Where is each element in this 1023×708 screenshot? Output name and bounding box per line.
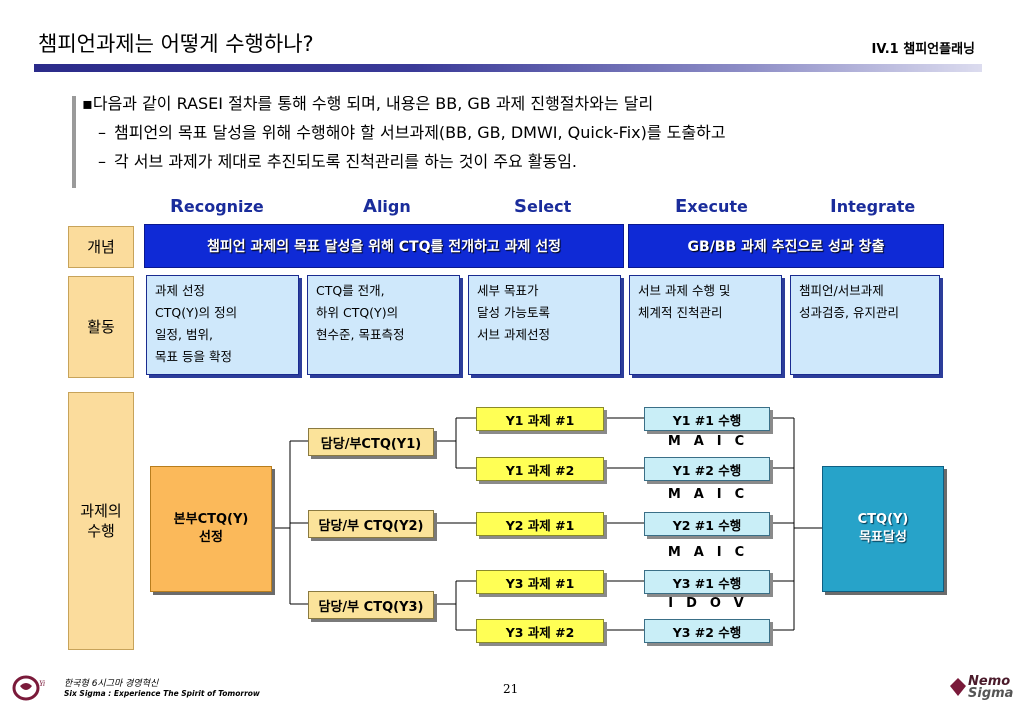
intro-line-1-text: 다음과 같이 RASEI 절차를 통해 수행 되며, 내용은 BB, GB 과제…	[92, 94, 654, 113]
dash-icon: –	[98, 123, 106, 142]
task-y1-2: Y1 과제 #2	[476, 457, 604, 481]
concept-bar-right: GB/BB 과제 추진으로 성과 창출	[628, 224, 944, 268]
result-ctq-box: CTQ(Y) 목표달성	[822, 466, 944, 592]
main-ctq-box: 본부CTQ(Y) 선정	[150, 466, 272, 592]
intro-line-1: ▪다음과 같이 RASEI 절차를 통해 수행 되며, 내용은 BB, GB 과…	[82, 90, 653, 114]
phase-align: Align	[363, 196, 411, 217]
sub-ctq-y2: 담당/부 CTQ(Y2)	[308, 510, 434, 538]
task-y2-1: Y2 과제 #1	[476, 512, 604, 536]
page-number: 21	[503, 682, 519, 696]
exec-y3-1: Y3 #1 수행	[644, 570, 770, 594]
category-execution: 과제의 수행	[68, 392, 134, 650]
phase-execute: Execute	[675, 196, 748, 217]
activity-recognize: 과제 선정 CTQ(Y)의 정의 일정, 범위, 목표 등을 확정	[146, 275, 299, 375]
category-activity: 활동	[68, 276, 134, 378]
exec-y1-2: Y1 #2 수행	[644, 457, 770, 481]
phase-recognize: Recognize	[170, 196, 264, 217]
intro-line-3: –각 서브 과제가 제대로 추진되도록 진척관리를 하는 것이 주요 활동임.	[98, 148, 577, 172]
method-label-y2-1: MAIC	[667, 545, 758, 560]
footer-korean: 한국형 6시그마 경영혁신	[64, 679, 159, 689]
sub-ctq-y3: 담당/부 CTQ(Y3)	[308, 591, 434, 619]
exec-y2-1: Y2 #1 수행	[644, 512, 770, 536]
method-label-y3-1: IDOV	[668, 596, 757, 611]
concept-bar-left: 챔피언 과제의 목표 달성을 위해 CTQ를 전개하고 과제 선정	[144, 224, 624, 268]
method-label-y1-2: MAIC	[667, 487, 758, 502]
intro-bar	[72, 96, 76, 188]
method-label-y1-1: MAIC	[667, 434, 758, 449]
logo-sigma: Sigma	[968, 686, 1014, 701]
activity-execute: 서브 과제 수행 및 체계적 진척관리	[629, 275, 782, 375]
task-y3-2: Y3 과제 #2	[476, 619, 604, 643]
footer-english: Six Sigma : Experience The Spirit of Tom…	[64, 689, 260, 698]
task-y1-1: Y1 과제 #1	[476, 407, 604, 431]
exec-y1-1: Y1 #1 수행	[644, 407, 770, 431]
activity-select: 세부 목표가 달성 가능토록 서브 과제선정	[468, 275, 621, 375]
phase-select: Select	[514, 196, 572, 217]
header-rule	[34, 64, 982, 72]
sub-ctq-y1: 담당/부CTQ(Y1)	[308, 428, 434, 456]
activity-integrate: 챔피언/서브과제 성과검증, 유지관리	[790, 275, 940, 375]
nemo-sigma-logo: Nemo Sigma	[968, 674, 1014, 701]
dash-icon: –	[98, 152, 106, 171]
logo-nemo: Nemo	[968, 674, 1011, 689]
intro-line-2-text: 챔피언의 목표 달성을 위해 수행해야 할 서브과제(BB, GB, DMWI,…	[114, 123, 726, 142]
activity-align: CTQ를 전개, 하위 CTQ(Y)의 현수준, 목표측정	[307, 275, 460, 375]
bullet-icon: ▪	[82, 94, 93, 113]
intro-line-2: –챔피언의 목표 달성을 위해 수행해야 할 서브과제(BB, GB, DMWI…	[98, 119, 726, 143]
category-concept: 개념	[68, 226, 134, 268]
section-label: IV.1 챔피언플래닝	[871, 42, 976, 57]
task-y3-1: Y3 과제 #1	[476, 570, 604, 594]
company-logo-icon: Yi	[12, 675, 45, 701]
phase-integrate: Integrate	[830, 196, 916, 217]
nemo-logo-icon	[950, 678, 966, 696]
exec-y3-2: Y3 #2 수행	[644, 619, 770, 643]
page-title: 챔피언과제는 어떻게 수행하나?	[38, 32, 314, 56]
intro-line-3-text: 각 서브 과제가 제대로 추진되도록 진척관리를 하는 것이 주요 활동임.	[114, 152, 578, 171]
logo-text: Yi	[39, 679, 45, 688]
